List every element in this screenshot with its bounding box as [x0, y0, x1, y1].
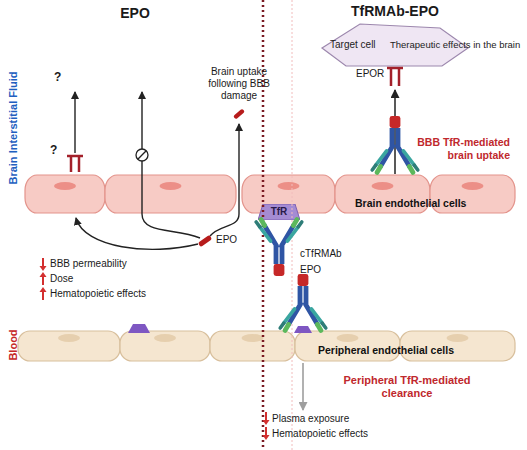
target-cell: Target cellTherapeutic effects in the br… [320, 24, 470, 90]
endothelial-cell [120, 331, 210, 361]
tfr-receptor [128, 324, 150, 333]
effect-label: Hematopoietic effects [272, 428, 368, 440]
cell-nucleus [447, 334, 469, 342]
question-mark: ? [50, 143, 57, 157]
receptor-box: TfR [258, 204, 300, 220]
effect-label: Hematopoietic effects [50, 288, 146, 300]
receptor-label: EPOR [356, 68, 384, 80]
cell-nucleus [278, 182, 300, 190]
molecule-label: EPO [216, 234, 237, 246]
cell-nucleus [462, 182, 484, 190]
endothelial-cell [210, 331, 295, 361]
question-mark: ? [54, 70, 61, 84]
trend-arrow [42, 291, 44, 300]
cell-nucleus [154, 334, 176, 342]
epo-molecule [198, 235, 212, 247]
molecule-label: cTfRMAb [300, 248, 342, 260]
node-note: Therapeutic effects in the brain [390, 39, 527, 50]
mechanism-label: Peripheral TfR-mediated clearance [322, 374, 492, 400]
receptor-symbol [387, 68, 403, 86]
trend-arrow [265, 427, 267, 436]
transport-arrow [76, 218, 198, 249]
antibody-fusion [280, 274, 326, 330]
cell-nucleus [242, 334, 264, 342]
trend-arrow [265, 412, 267, 421]
clearance-arrow [302, 363, 304, 410]
receptor-symbol [67, 156, 83, 172]
tfr-receptor [294, 326, 312, 333]
trend-arrow [263, 435, 270, 440]
transport-arrow [142, 92, 200, 238]
trend-arrow [42, 258, 44, 267]
node-title: Peripheral endothelial cells [318, 344, 508, 357]
endothelial-cell [25, 175, 105, 213]
trend-arrow [40, 272, 47, 277]
cell-nucleus [58, 334, 80, 342]
endothelial-cell [18, 331, 120, 361]
transport-arrow [74, 92, 75, 153]
effect-label: BBB permeability [50, 258, 127, 270]
column-heading: TfRMAb-EPO [340, 3, 450, 20]
trend-arrow [40, 287, 47, 292]
cell-outline [320, 24, 470, 90]
antibody-fusion [256, 220, 302, 276]
cell-nucleus [160, 182, 182, 190]
compartment-label: Blood [7, 329, 20, 360]
annotation: Brain uptake following BBB damage [199, 66, 279, 102]
node-title: Brain endothelial cells [355, 197, 505, 210]
compartment-label: Brain Interstitial Fluid [7, 71, 20, 184]
connector-arrow [394, 90, 396, 174]
node-title: TfR [258, 206, 300, 218]
antibody-fusion [372, 116, 418, 172]
effect-label: Dose [50, 273, 73, 285]
column-heading: EPO [95, 5, 175, 22]
cell-nucleus [372, 182, 394, 190]
effect-label: Plasma exposure [272, 413, 349, 425]
node-title: Target cell [330, 39, 390, 51]
cell-nucleus [54, 182, 76, 190]
trend-arrow [42, 276, 44, 285]
blocked-symbol [138, 151, 146, 159]
endothelial-cell [105, 175, 236, 213]
mechanism-label: BBB TfR-mediated brain uptake [406, 136, 510, 161]
trend-arrow [40, 266, 47, 271]
endothelial-band: Brain endothelial cellsTfR [25, 174, 515, 214]
endothelial-band: Peripheral endothelial cells [18, 330, 515, 362]
trend-arrow [263, 420, 270, 425]
epo-molecule [233, 108, 245, 119]
cell-nucleus [337, 334, 359, 342]
molecule-label: EPO [300, 264, 321, 276]
blocked-symbol [136, 149, 148, 161]
